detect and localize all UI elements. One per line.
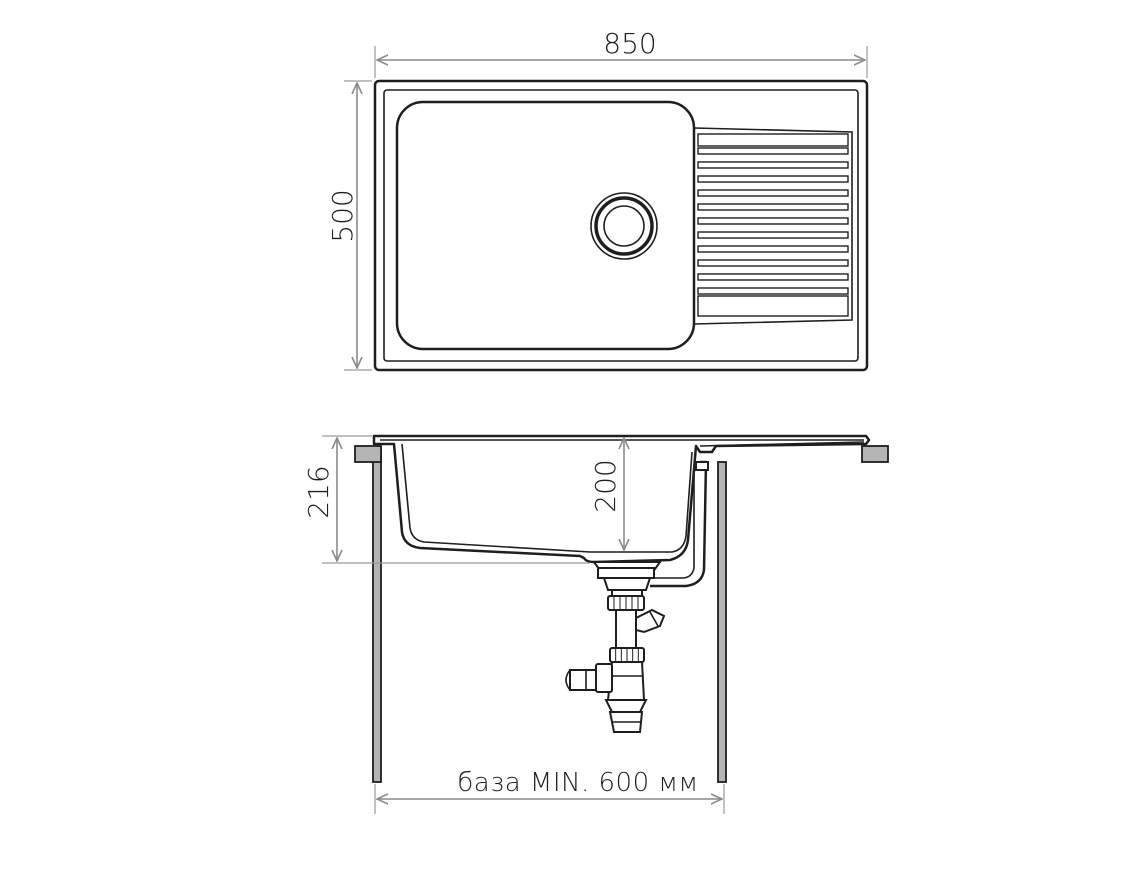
groove <box>697 203 849 211</box>
drain-siphon <box>565 561 666 733</box>
top-view <box>373 79 869 372</box>
depth-label: 500 <box>326 189 359 242</box>
drainboard-grooves <box>697 133 849 317</box>
overflow-pipe <box>650 460 708 588</box>
countertop-right <box>861 445 889 463</box>
groove <box>697 189 849 197</box>
sink-outer-rim <box>373 79 869 372</box>
bowl-depth-dimension: 200 <box>589 438 624 550</box>
sink-section-inner <box>401 443 693 553</box>
bowl-depth-label: 200 <box>589 459 622 512</box>
cabinet-wall-right <box>717 461 727 783</box>
drainboard <box>693 127 853 325</box>
width-label: 850 <box>603 27 656 60</box>
groove <box>697 259 849 267</box>
groove <box>697 287 849 295</box>
height-label: 216 <box>302 465 335 518</box>
sink-bowl <box>395 100 696 351</box>
groove <box>697 273 849 281</box>
base-dimension: база MIN. 600 мм <box>374 768 725 814</box>
side-view <box>354 434 889 783</box>
groove <box>697 231 849 239</box>
countertop-left <box>354 445 382 463</box>
groove-channel <box>697 295 849 317</box>
base-min-label: база MIN. 600 мм <box>457 768 698 798</box>
height-dimension: 216 <box>302 435 590 564</box>
drain-icon <box>590 192 658 260</box>
cabinet-wall-left <box>372 447 382 783</box>
drainboard-section <box>699 441 865 447</box>
groove <box>697 217 849 225</box>
groove <box>697 147 849 155</box>
depth-dimension: 500 <box>326 80 372 371</box>
groove <box>697 245 849 253</box>
sink-inner-rim <box>383 89 859 362</box>
groove <box>697 175 849 183</box>
groove-channel <box>697 133 849 147</box>
width-dimension: 850 <box>374 27 868 78</box>
siphon-nut-lower <box>615 648 639 662</box>
groove <box>697 161 849 169</box>
siphon-nut <box>613 596 639 610</box>
